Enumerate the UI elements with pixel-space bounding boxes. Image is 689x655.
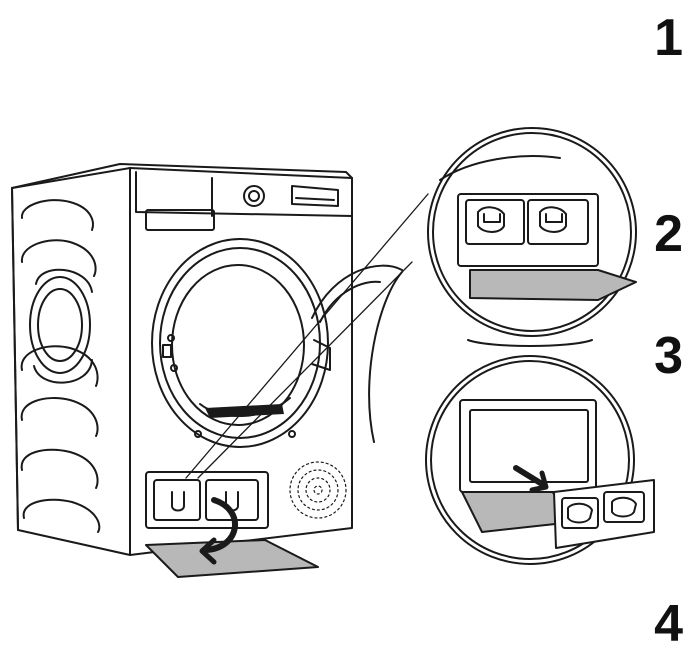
- step-number-2: 2: [654, 208, 683, 260]
- filter-flap-open: [146, 540, 318, 577]
- dryer-side-panel: [12, 168, 130, 555]
- step-number-4: 4: [654, 598, 683, 650]
- dryer-vent-grille: [290, 462, 346, 518]
- filter-compartment: [146, 472, 268, 528]
- detail-view-step-2: [428, 128, 636, 336]
- detail-view-step-3: [426, 356, 654, 564]
- slide-out-arrow-icon: [516, 468, 546, 490]
- dryer-front: [12, 164, 352, 555]
- step-number-1: 1: [654, 12, 683, 64]
- callout-lines: [186, 194, 428, 478]
- step-number-3: 3: [654, 330, 683, 382]
- detail-connector: [468, 340, 592, 346]
- dryer-open-door: [312, 266, 402, 442]
